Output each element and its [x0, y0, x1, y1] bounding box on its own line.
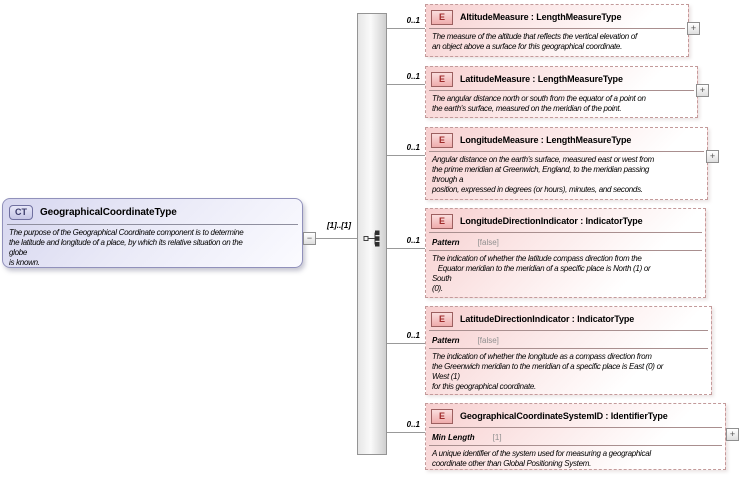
complex-type-description: The purpose of the Geographical Coordina…	[9, 228, 244, 267]
connector-line	[387, 432, 425, 433]
element-description: Angular distance on the earth's surface,…	[432, 155, 654, 194]
connector-line	[387, 28, 425, 29]
cardinality-label: [1]..[1]	[327, 221, 351, 230]
element-header: E LongitudeMeasure : LengthMeasureType	[426, 128, 707, 150]
facet-name: Pattern	[432, 237, 460, 247]
expand-button[interactable]: +	[706, 150, 719, 163]
divider	[7, 224, 298, 225]
expand-button[interactable]: +	[726, 428, 739, 441]
element-title: AltitudeMeasure : LengthMeasureType	[460, 12, 622, 22]
element-icon: E	[431, 213, 453, 229]
element-box-longitudemeasure[interactable]: E LongitudeMeasure : LengthMeasureType A…	[425, 127, 708, 200]
element-icon: E	[431, 132, 453, 148]
divider	[429, 330, 708, 331]
divider	[429, 445, 722, 446]
connector-line	[303, 238, 357, 239]
connector-line	[387, 248, 425, 249]
connector-line	[387, 155, 425, 156]
expand-button[interactable]: +	[687, 22, 700, 35]
element-box-geographicalcoordinatesystemid[interactable]: E GeographicalCoordinateSystemID : Ident…	[425, 403, 726, 470]
sequence-icon	[363, 230, 380, 247]
element-header: E LatitudeMeasure : LengthMeasureType	[426, 67, 697, 89]
element-icon: E	[431, 408, 453, 424]
complex-type-icon: CT	[9, 204, 33, 220]
element-title: LongitudeMeasure : LengthMeasureType	[460, 135, 632, 145]
element-title: LongitudeDirectionIndicator : IndicatorT…	[460, 216, 643, 226]
facet-value: [false]	[477, 335, 499, 345]
collapse-button[interactable]: −	[303, 232, 316, 245]
cardinality-label: 0..1	[406, 16, 420, 25]
divider	[429, 90, 694, 91]
element-description: The indication of whether the longitude …	[432, 352, 664, 391]
divider	[429, 28, 685, 29]
expand-button[interactable]: +	[696, 84, 709, 97]
element-title: GeographicalCoordinateSystemID : Identif…	[460, 411, 668, 421]
facet-name: Min Length	[432, 432, 475, 442]
element-header: E LatitudeDirectionIndicator : Indicator…	[426, 307, 711, 329]
divider	[429, 232, 702, 233]
element-icon: E	[431, 71, 453, 87]
element-box-longitudedirectionindicator[interactable]: E LongitudeDirectionIndicator : Indicato…	[425, 208, 706, 298]
element-title: LatitudeMeasure : LengthMeasureType	[460, 74, 623, 84]
divider	[429, 348, 708, 349]
element-header: E LongitudeDirectionIndicator : Indicato…	[426, 209, 705, 231]
complex-type-header: CT GeographicalCoordinateType	[3, 199, 302, 223]
facet-name: Pattern	[432, 335, 460, 345]
element-description: A unique identifier of the system used f…	[432, 449, 651, 468]
facet-value: [1]	[492, 432, 502, 442]
complex-type-box-geographicalcoordinatetype[interactable]: CT GeographicalCoordinateType The purpos…	[2, 198, 303, 268]
connector-line	[387, 84, 425, 85]
divider	[429, 427, 722, 428]
facet-row: Min Length [1]	[426, 428, 725, 444]
element-header: E AltitudeMeasure : LengthMeasureType	[426, 5, 688, 27]
facet-row: Pattern [false]	[426, 331, 711, 347]
facet-value: [false]	[477, 237, 499, 247]
cardinality-label: 0..1	[406, 143, 420, 152]
element-description: The angular distance north or south from…	[432, 94, 646, 113]
element-box-altitudemeasure[interactable]: E AltitudeMeasure : LengthMeasureType Th…	[425, 4, 689, 57]
cardinality-label: 0..1	[406, 420, 420, 429]
element-icon: E	[431, 9, 453, 25]
element-description: The measure of the altitude that reflect…	[432, 32, 637, 51]
divider	[429, 151, 704, 152]
element-description: The indication of whether the latitude c…	[432, 254, 651, 293]
facet-row: Pattern [false]	[426, 233, 705, 249]
element-title: LatitudeDirectionIndicator : IndicatorTy…	[460, 314, 635, 324]
cardinality-label: 0..1	[406, 331, 420, 340]
element-icon: E	[431, 311, 453, 327]
element-box-latitudemeasure[interactable]: E LatitudeMeasure : LengthMeasureType Th…	[425, 66, 698, 118]
sequence-bar	[357, 13, 387, 455]
element-box-latitudedirectionindicator[interactable]: E LatitudeDirectionIndicator : Indicator…	[425, 306, 712, 395]
cardinality-label: 0..1	[406, 236, 420, 245]
complex-type-title: GeographicalCoordinateType	[40, 206, 177, 218]
divider	[429, 250, 702, 251]
cardinality-label: 0..1	[406, 72, 420, 81]
element-header: E GeographicalCoordinateSystemID : Ident…	[426, 404, 725, 426]
connector-line	[387, 343, 425, 344]
